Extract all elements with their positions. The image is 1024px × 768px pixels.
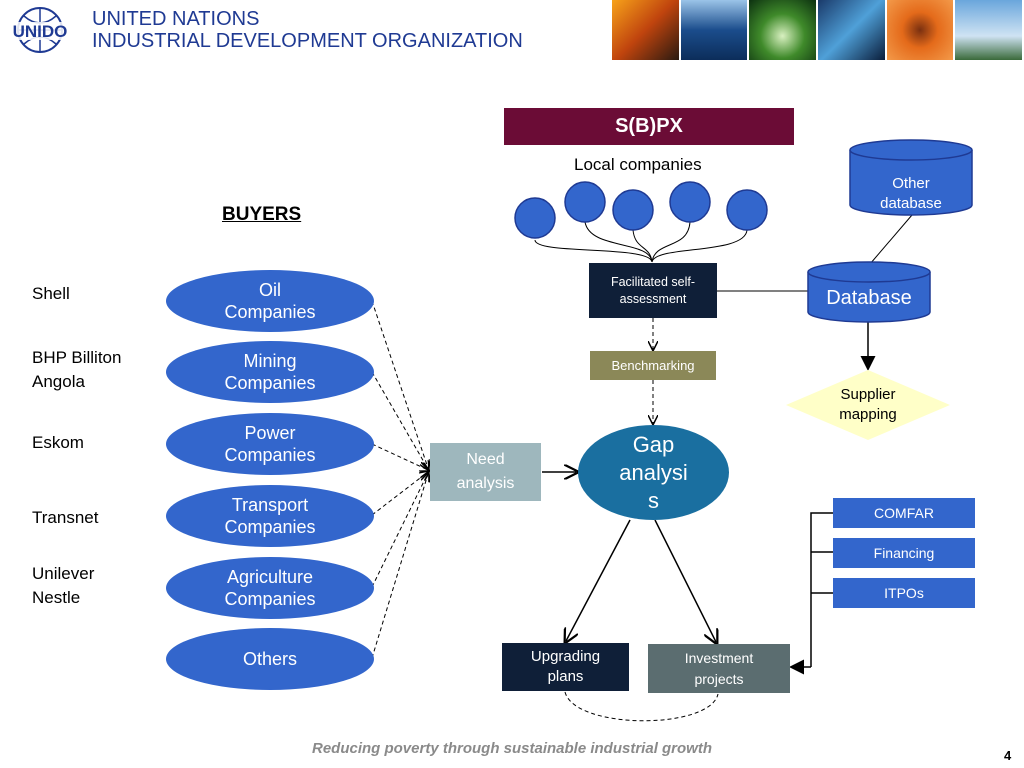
category-transport: Transport Companies <box>166 485 374 547</box>
mining-need-line <box>371 371 428 469</box>
buyer-name: BHP Billiton Angola <box>32 348 122 391</box>
supplier-mapping-diamond <box>786 370 950 440</box>
local-company-circle <box>669 181 711 223</box>
photo-wind-turbines <box>955 0 1023 60</box>
org-line-1: UNITED NATIONS <box>92 8 260 30</box>
fan-line-4 <box>651 221 691 263</box>
agriculture-need-line <box>371 473 428 588</box>
category-oil: Oil Companies <box>166 270 374 332</box>
power-need-line <box>371 443 428 470</box>
local-company-circle <box>514 197 556 239</box>
fan-line-2 <box>584 221 653 263</box>
gap-investment-arrow <box>654 519 716 642</box>
other-database-label: Other database <box>880 175 942 212</box>
gap-analysis-ellipse: Gap analysi s <box>578 425 729 520</box>
tools-bracket <box>810 512 833 667</box>
benchmarking-box: Benchmarking <box>590 351 716 380</box>
need-analysis-box: Need analysis <box>430 443 541 501</box>
org-line-2: INDUSTRIAL DEVELOPMENT ORGANIZATION <box>92 30 523 52</box>
fan-line-3 <box>632 229 653 263</box>
local-companies-label: Local companies <box>574 155 702 174</box>
upgrading-investment-link <box>564 691 719 722</box>
header-photo-strip <box>612 0 1024 60</box>
organization-name: UNITED NATIONS INDUSTRIAL DEVELOPMENT OR… <box>92 8 523 52</box>
local-company-circle <box>726 189 768 231</box>
category-others: Others <box>166 628 374 690</box>
other-database-cylinder <box>849 139 973 216</box>
tool-comfar: COMFAR <box>833 498 975 528</box>
others-need-line <box>371 474 428 659</box>
sbpx-title-bar: S(B)PX <box>504 108 794 145</box>
other-db-database-line <box>869 214 913 265</box>
database-label: Database <box>826 286 912 309</box>
database-cylinder <box>807 261 931 323</box>
category-mining: Mining Companies <box>166 341 374 403</box>
photo-sunset <box>612 0 679 60</box>
logo-text: UNIDO <box>13 22 68 41</box>
tool-itpos: ITPOs <box>833 578 975 608</box>
tool-financing: Financing <box>833 538 975 568</box>
local-company-circle <box>564 181 606 223</box>
local-company-circle <box>612 189 654 231</box>
buyer-name: Shell <box>32 284 70 303</box>
oil-need-line <box>371 300 428 468</box>
unido-logo: UNIDO <box>4 4 76 60</box>
supplier-mapping-label: Supplier mapping <box>839 386 897 423</box>
buyers-heading: BUYERS <box>222 204 302 225</box>
gap-upgrading-arrow <box>566 519 631 641</box>
facilitated-self-assessment-box: Facilitated self- assessment <box>589 263 717 318</box>
photo-flower <box>886 0 954 60</box>
transport-need-line <box>371 472 428 516</box>
buyer-name: Eskom <box>32 433 84 452</box>
buyer-name: Transnet <box>32 508 99 527</box>
footer-tagline: Reducing poverty through sustainable ind… <box>311 740 713 757</box>
photo-plant <box>749 0 817 60</box>
category-power: Power Companies <box>166 413 374 475</box>
page-number: 4 <box>1004 748 1012 763</box>
photo-test-tubes <box>680 0 748 60</box>
fan-line-1 <box>534 239 653 263</box>
investment-projects-box: Investment projects <box>648 644 790 693</box>
photo-circuit <box>818 0 885 60</box>
buyer-name: Unilever Nestle <box>32 564 95 607</box>
upgrading-plans-box: Upgrading plans <box>502 643 629 691</box>
category-agriculture: Agriculture Companies <box>166 557 374 619</box>
fan-line-5 <box>651 229 748 263</box>
